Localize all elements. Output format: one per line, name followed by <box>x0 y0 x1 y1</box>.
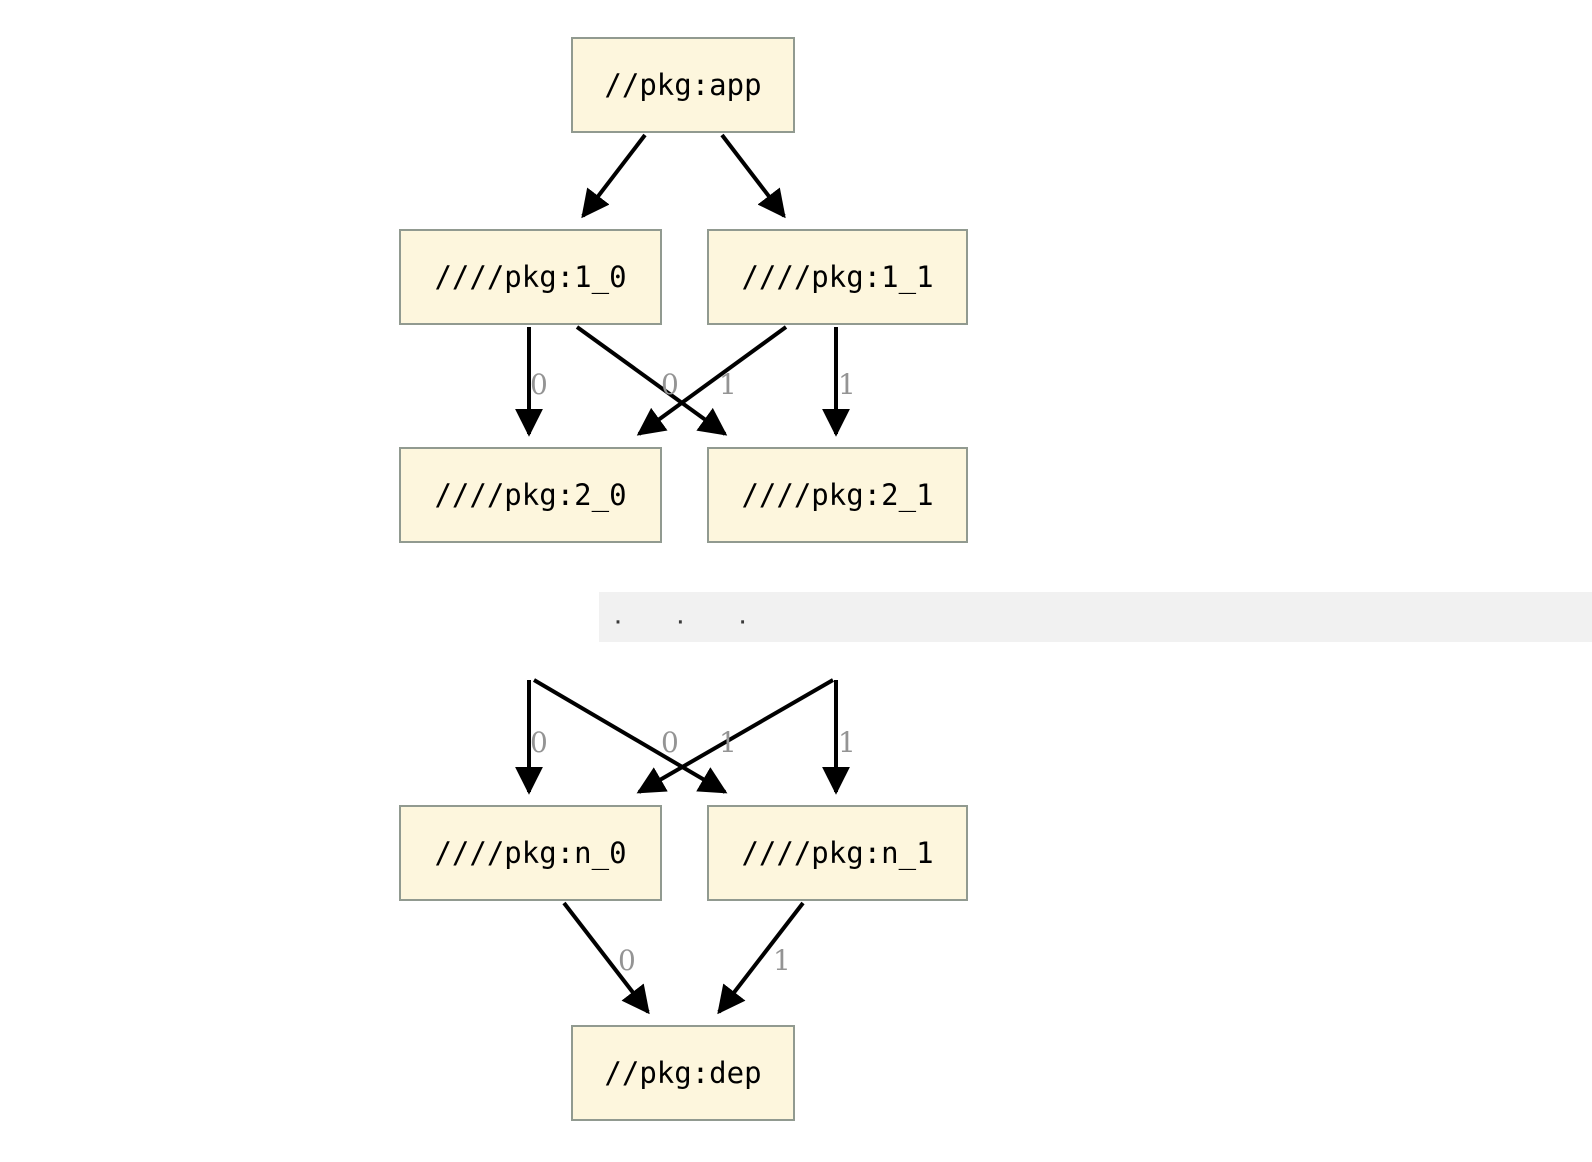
node-label: ////pkg:2_0 <box>434 478 627 512</box>
edge-label-truncated-to-n_0-cross: 1 <box>719 726 737 759</box>
edge-app-to-1_0 <box>581 133 647 219</box>
node-label: ////pkg:n_1 <box>741 836 934 870</box>
edge-label-1_1-to-2_0: 1 <box>719 368 737 401</box>
edge-1_1-to-2_0 <box>636 325 788 436</box>
node-label: ////pkg:1_1 <box>741 260 934 294</box>
edge-label-1_1-to-2_1: 1 <box>838 368 856 401</box>
edge-truncated-to-n_1-cross <box>532 678 728 794</box>
edge-label-truncated-to-n_1-cross: 0 <box>661 726 679 759</box>
edge-label-n_1-to-dep: 1 <box>773 944 791 977</box>
edge-n_1-to-dep <box>717 901 805 1015</box>
node-pkg-dep[interactable]: //pkg:dep <box>571 1025 795 1121</box>
node-pkg-app[interactable]: //pkg:app <box>571 37 795 133</box>
node-label: //pkg:dep <box>604 1056 762 1090</box>
node-pkg-2-1[interactable]: ////pkg:2_1 <box>707 447 968 543</box>
edge-app-to-1_1 <box>720 133 786 219</box>
ellipsis-band <box>599 592 1592 642</box>
node-pkg-n-1[interactable]: ////pkg:n_1 <box>707 805 968 901</box>
edge-label-1_0-to-2_0: 0 <box>530 368 548 401</box>
edge-label-truncated-to-n_0: 0 <box>530 726 548 759</box>
node-label: ////pkg:n_0 <box>434 836 627 870</box>
node-label: ////pkg:1_0 <box>434 260 627 294</box>
edge-label-1_0-to-2_1: 0 <box>661 368 679 401</box>
edge-n_0-to-dep <box>562 901 650 1015</box>
node-pkg-1-0[interactable]: ////pkg:1_0 <box>399 229 662 325</box>
node-pkg-n-0[interactable]: ////pkg:n_0 <box>399 805 662 901</box>
ellipsis-dots: · · · <box>613 604 770 637</box>
node-label: //pkg:app <box>604 68 762 102</box>
edge-truncated-to-n_0-cross <box>636 678 834 794</box>
edge-label-truncated-to-n_1: 1 <box>838 726 856 759</box>
node-pkg-1-1[interactable]: ////pkg:1_1 <box>707 229 968 325</box>
node-pkg-2-0[interactable]: ////pkg:2_0 <box>399 447 662 543</box>
edge-1_0-to-2_1 <box>575 325 728 436</box>
edge-label-n_0-to-dep: 0 <box>618 944 636 977</box>
node-label: ////pkg:2_1 <box>741 478 934 512</box>
